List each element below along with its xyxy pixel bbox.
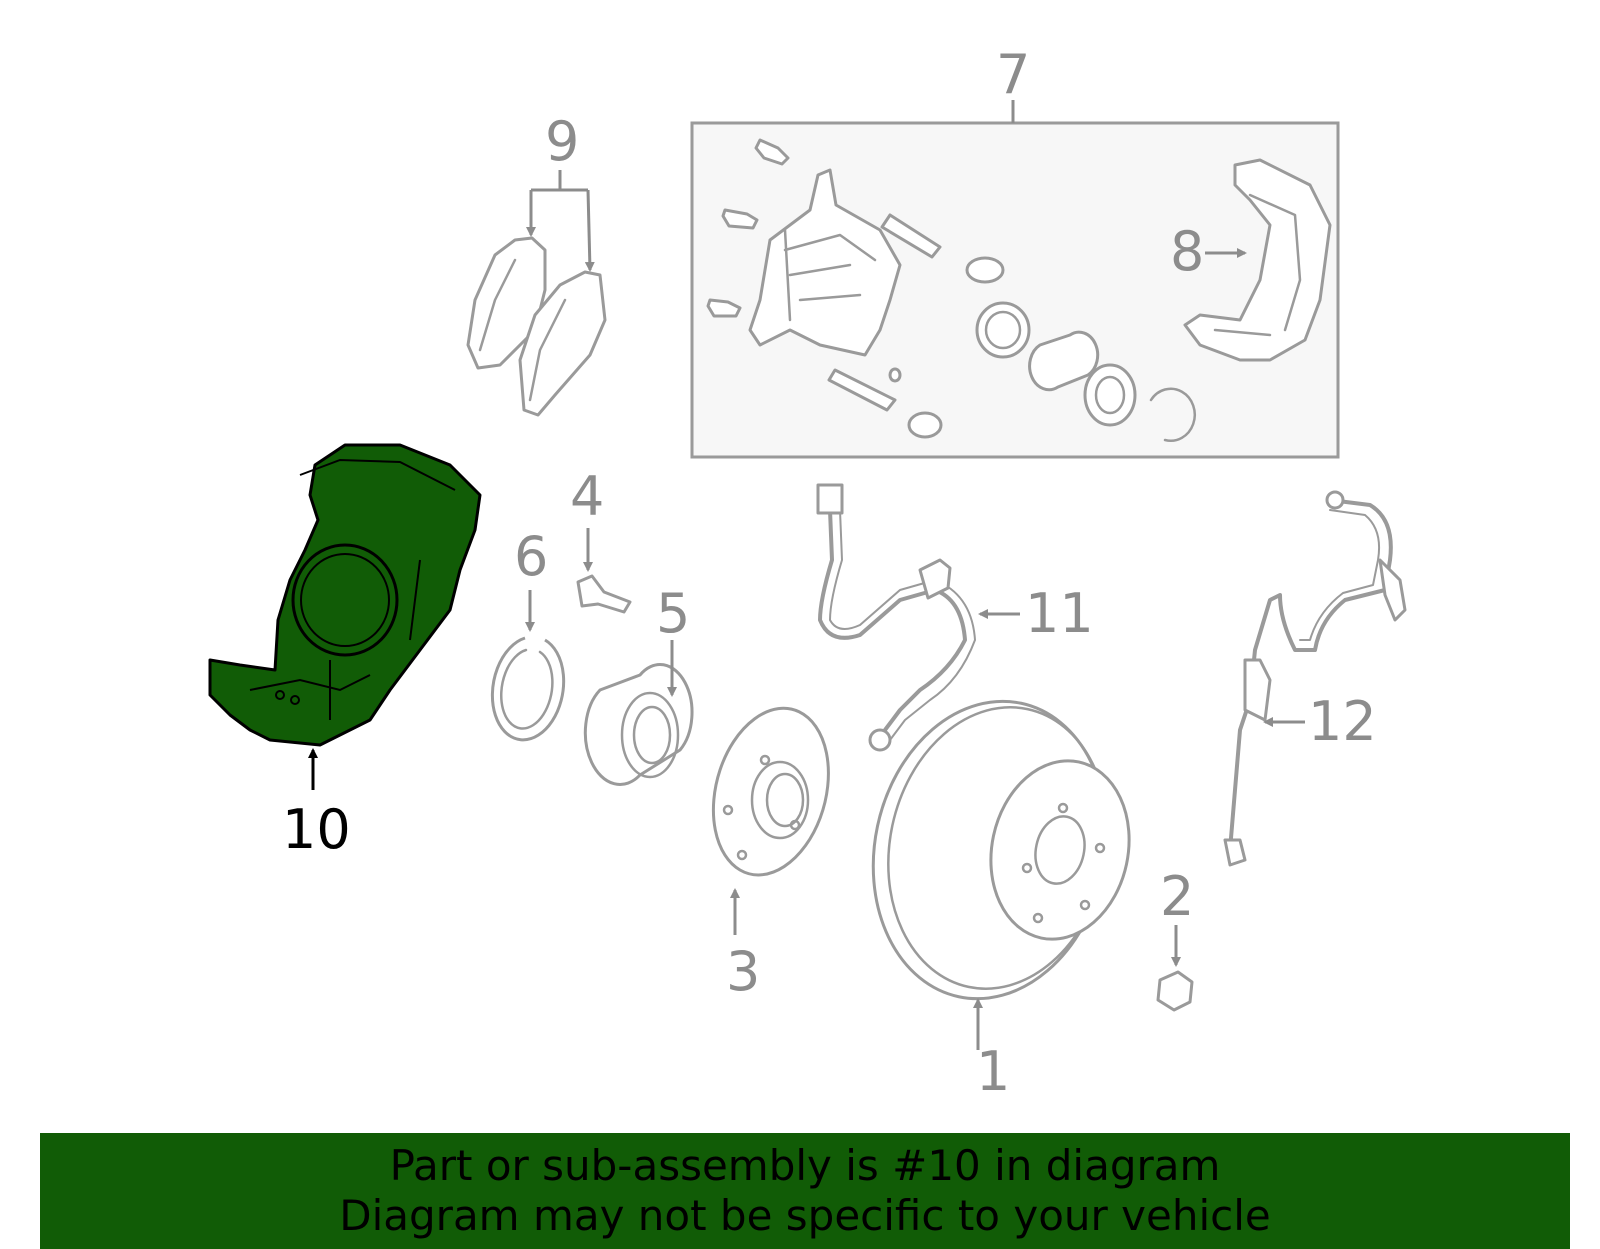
wheel-hub: [711, 706, 830, 935]
callout-5: 5: [656, 582, 690, 645]
brake-rotor: [871, 699, 1131, 1050]
brake-pads: [466, 170, 607, 417]
caliper-assembly-box: [690, 100, 1340, 459]
callout-2: 2: [1160, 865, 1194, 928]
callout-1: 1: [976, 1040, 1010, 1103]
lug-nut: [1156, 925, 1194, 1012]
brake-hose: [816, 483, 1020, 752]
banner-line-2: Diagram may not be specific to your vehi…: [339, 1191, 1271, 1240]
callout-8: 8: [1170, 220, 1204, 283]
wheel-bearing: [583, 640, 694, 786]
callout-4: 4: [570, 465, 604, 528]
callout-11: 11: [1025, 582, 1094, 645]
dust-shield-part-10: [208, 443, 482, 790]
callout-6: 6: [514, 525, 548, 588]
callout-9: 9: [545, 110, 579, 173]
abs-sensor-wire: [1223, 490, 1407, 867]
info-banner: Part or sub-assembly is #10 in diagram D…: [40, 1133, 1570, 1249]
hub-bolt: [576, 528, 632, 614]
banner-line-1: Part or sub-assembly is #10 in diagram: [389, 1141, 1221, 1190]
snap-ring: [490, 590, 566, 742]
callout-7: 7: [996, 43, 1030, 106]
callout-10: 10: [282, 798, 351, 861]
callout-12: 12: [1308, 690, 1377, 753]
callout-3: 3: [726, 940, 760, 1003]
